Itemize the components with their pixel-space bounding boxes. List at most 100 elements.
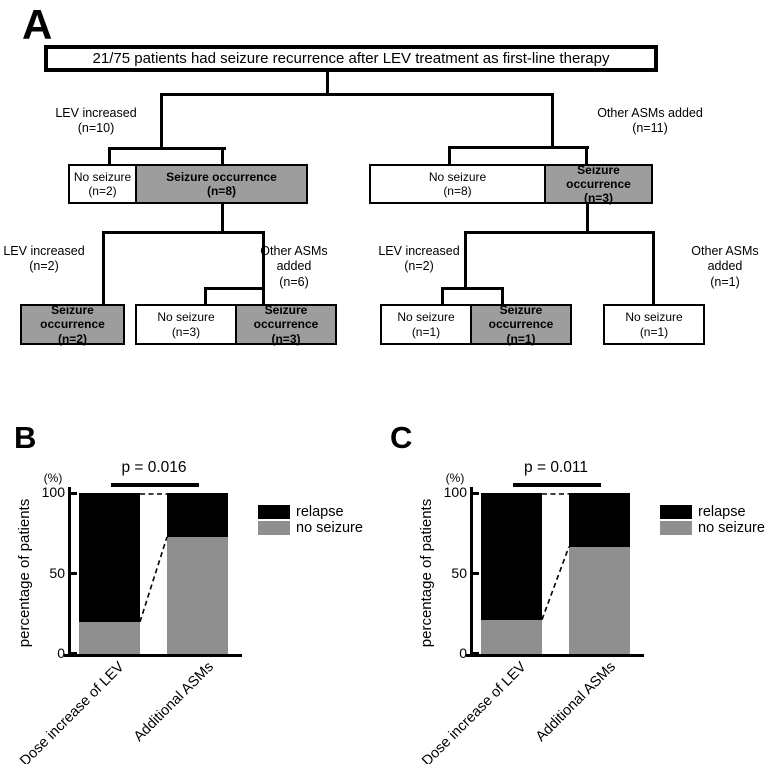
bar-segment-relapse	[481, 493, 542, 620]
legend-label: relapse	[698, 504, 746, 520]
outcome-n: (n=3)	[583, 191, 613, 206]
outcome-label: Seizure occurrence	[253, 303, 319, 332]
branch-label: Other ASMs added (n=6)	[242, 244, 346, 290]
dashed-connector	[541, 546, 570, 620]
bar-dose-increase-of-lev	[481, 493, 542, 654]
connector-line	[221, 203, 224, 234]
outcome-n: (n=2)	[88, 184, 117, 198]
chart-panel-c: p = 0.011 (%) percentage of patients 100…	[402, 440, 781, 764]
branch-label: LEV increased (n=2)	[375, 244, 463, 275]
outcome-n: (n=1)	[506, 331, 536, 346]
outcome-label: No seizure	[157, 310, 215, 325]
bar-additional-asms	[569, 493, 630, 654]
branch-label-text: Other ASMs added	[597, 106, 703, 120]
connector-line	[221, 147, 224, 165]
branch-label-n: (n=10)	[77, 121, 115, 136]
y-tick-label: 0	[459, 645, 467, 661]
y-tick-label: 50	[49, 565, 65, 581]
outcome-label: Seizure occurrence	[488, 303, 554, 332]
connector-line	[108, 147, 111, 165]
connector-line	[108, 147, 226, 150]
outcome-n: (n=8)	[443, 184, 472, 198]
outcome-label: No seizure	[73, 169, 132, 184]
y-axis-unit: (%)	[445, 471, 465, 485]
outcome-box: No seizure (n=2) Seizure occurrence (n=8…	[68, 164, 308, 204]
connector-line	[160, 93, 554, 96]
legend-swatch-no-seizure	[258, 521, 290, 535]
y-tick-label: 100	[443, 484, 467, 500]
chart-panel-b: p = 0.016 (%) percentage of patients 100…	[0, 440, 400, 764]
connector-line	[262, 287, 265, 305]
connector-line	[441, 287, 504, 290]
y-tick	[473, 492, 479, 495]
branch-label-text: LEV increased	[3, 244, 85, 258]
outcome-box: Seizure occurrence (n=2)	[20, 303, 125, 346]
branch-label-text: Other ASMs added	[691, 244, 759, 274]
panel-c-label: C	[390, 420, 413, 455]
legend-swatch-relapse	[258, 505, 290, 519]
outcome-section: No seizure (n=2)	[70, 166, 135, 202]
branch-label-n: (n=11)	[632, 121, 668, 136]
y-tick	[473, 652, 479, 655]
outcome-label: No seizure	[625, 310, 683, 325]
branch-label: LEV increased (n=2)	[0, 244, 88, 275]
y-axis	[68, 487, 71, 657]
outcome-section: Seizure occurrence (n=3)	[235, 303, 335, 346]
outcome-n: (n=2)	[57, 331, 87, 346]
panel-b-label: B	[14, 420, 37, 455]
branch-label-n: (n=1)	[710, 274, 740, 289]
outcome-label: No seizure	[397, 310, 455, 325]
connector-line	[586, 203, 589, 234]
branch-label-text: LEV increased	[378, 244, 460, 258]
dashed-connector-overlay	[139, 493, 168, 623]
bar-additional-asms	[167, 493, 228, 654]
outcome-box: No seizure (n=1)	[603, 304, 705, 345]
connector-line	[102, 231, 265, 234]
connector-line	[652, 231, 655, 305]
y-tick-label: 0	[57, 645, 65, 661]
connector-line	[160, 93, 163, 150]
connector-line	[464, 231, 655, 234]
y-tick-label: 100	[41, 484, 65, 500]
connector-line	[204, 287, 207, 305]
branch-label-n: (n=6)	[279, 274, 309, 289]
outcome-section: Seizure occurrence (n=2)	[22, 303, 123, 346]
outcome-n: (n=3)	[171, 324, 201, 339]
y-tick	[71, 572, 77, 575]
outcome-section: No seizure (n=1)	[382, 306, 470, 343]
connector-line	[501, 287, 504, 305]
outcome-n: (n=1)	[639, 324, 669, 339]
flowchart-root-text: 21/75 patients had seizure recurrence af…	[92, 50, 610, 67]
outcome-box: No seizure (n=1) Seizure occurrence (n=1…	[380, 303, 572, 346]
y-tick	[71, 652, 77, 655]
outcome-section: Seizure occurrence (n=1)	[470, 303, 570, 346]
connector-line	[448, 146, 589, 149]
connector-line	[448, 146, 451, 165]
dashed-connector-overlay	[541, 493, 570, 620]
bar-segment-relapse	[79, 493, 140, 622]
connector-line	[262, 231, 265, 289]
outcome-section: No seizure (n=1)	[605, 306, 703, 343]
x-axis	[466, 654, 644, 657]
outcome-box: No seizure (n=8) Seizure occurrence (n=3…	[369, 163, 653, 206]
panel-a-label: A	[22, 1, 53, 48]
outcome-section: Seizure occurrence (n=8)	[135, 166, 306, 202]
bar-segment-no-seizure	[79, 621, 140, 654]
connector-line	[464, 231, 467, 289]
bar-segment-no-seizure	[167, 537, 228, 654]
connector-line	[441, 287, 444, 305]
p-value-label: p = 0.016	[121, 459, 187, 476]
connector-line	[551, 93, 554, 149]
y-axis-unit: (%)	[43, 471, 63, 485]
branch-label-n: (n=2)	[404, 259, 434, 274]
outcome-section: No seizure (n=3)	[137, 306, 235, 343]
outcome-label: Seizure occurrence	[166, 169, 277, 184]
bar-segment-no-seizure	[481, 619, 542, 654]
outcome-n: (n=8)	[206, 184, 236, 198]
x-axis	[64, 654, 242, 657]
y-tick-label: 50	[451, 565, 467, 581]
flowchart-root-box: 21/75 patients had seizure recurrence af…	[44, 45, 658, 72]
p-value-label: p = 0.011	[524, 459, 588, 476]
bar-dose-increase-of-lev	[79, 493, 140, 654]
